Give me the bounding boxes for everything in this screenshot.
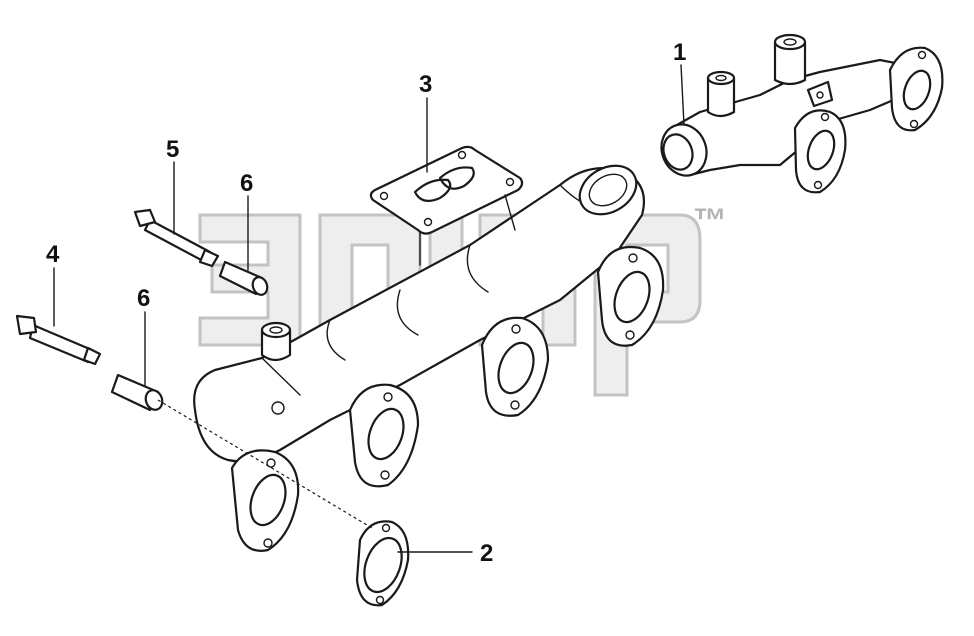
- manifold-flange-2: [348, 383, 420, 488]
- callout-label-1: 1: [673, 39, 686, 66]
- callout-label-6-lower: 6: [137, 285, 150, 312]
- spacer-part-6-upper: [218, 260, 269, 296]
- manifold-flange-1: [230, 449, 300, 552]
- manifold-flange-4: [596, 245, 665, 347]
- spacer-part-6-lower: [110, 373, 164, 412]
- manifold-boss: [260, 321, 292, 415]
- leader-line-1: [680, 64, 685, 126]
- watermark-trademark: ™: [693, 202, 727, 240]
- manifold-flange-3: [480, 316, 550, 417]
- callout-label-4: 4: [46, 241, 60, 268]
- leader-lines: [53, 64, 685, 553]
- exhaust-manifold-part: [193, 164, 646, 463]
- callout-label-6-upper: 6: [240, 170, 253, 197]
- bolt-part-4: [15, 314, 102, 366]
- bolt-part-5: [133, 208, 220, 268]
- callout-label-2: 2: [480, 540, 493, 567]
- turbo-flange-part-3: [369, 145, 524, 266]
- gasket-part-2: [355, 520, 410, 607]
- exhaust-pipe-part-1: [660, 33, 944, 194]
- callout-label-3: 3: [419, 71, 432, 98]
- callout-label-5: 5: [166, 136, 179, 163]
